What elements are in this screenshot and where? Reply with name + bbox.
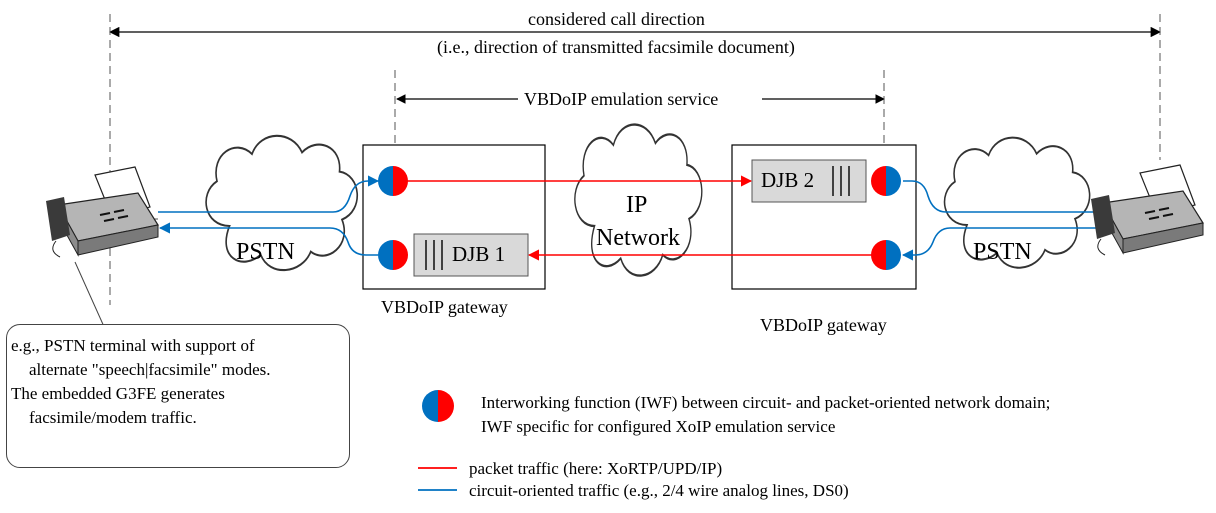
terminal-note-box: e.g., PSTN terminal with support of alte… [6, 324, 350, 468]
legend-iwf-icon [422, 390, 454, 422]
terminal-note-line2: alternate "speech|facsimile" modes. [29, 360, 271, 379]
circuit-line-left-backward [158, 222, 378, 256]
terminal-note-line1: e.g., PSTN terminal with support of [11, 336, 255, 355]
terminal-note-line4: facsimile/modem traffic. [29, 408, 197, 427]
iwf-circle-icon [871, 166, 901, 196]
ip-network-label-1: IP [626, 192, 648, 218]
gateway-right-label: VBDoIP gateway [760, 315, 887, 335]
legend-iwf-line2: IWF specific for configured XoIP emulati… [481, 417, 836, 436]
call-direction-subtitle: (i.e., direction of transmitted facsimil… [437, 37, 795, 57]
djb2-label: DJB 2 [761, 168, 815, 192]
circuit-line-right-forward [903, 180, 1115, 218]
djb1-label: DJB 1 [452, 242, 506, 266]
iwf-circle-icon [871, 240, 901, 270]
legend-packet-label: packet traffic (here: XoRTP/UPD/IP) [469, 459, 723, 478]
ip-network-label-2: Network [596, 225, 680, 251]
legend-circuit-label: circuit-oriented traffic (e.g., 2/4 wire… [469, 481, 849, 500]
iwf-circle-icon [378, 166, 408, 196]
circuit-line-left-forward [158, 175, 380, 213]
pstn-left-label: PSTN [236, 239, 295, 265]
circuit-line-right-backward [901, 227, 1115, 261]
legend-iwf-line1: Interworking function (IWF) between circ… [481, 393, 1051, 412]
pstn-right-label: PSTN [973, 239, 1032, 265]
iwf-circle-icon [378, 240, 408, 270]
gateway-left-label: VBDoIP gateway [381, 297, 508, 317]
fax-machine-icon [1091, 164, 1204, 256]
call-direction-title: considered call direction [528, 9, 705, 29]
terminal-note-line3: The embedded G3FE generates [11, 384, 225, 403]
emulation-service-label: VBDoIP emulation service [524, 89, 719, 109]
fax-machine-icon [46, 166, 159, 258]
